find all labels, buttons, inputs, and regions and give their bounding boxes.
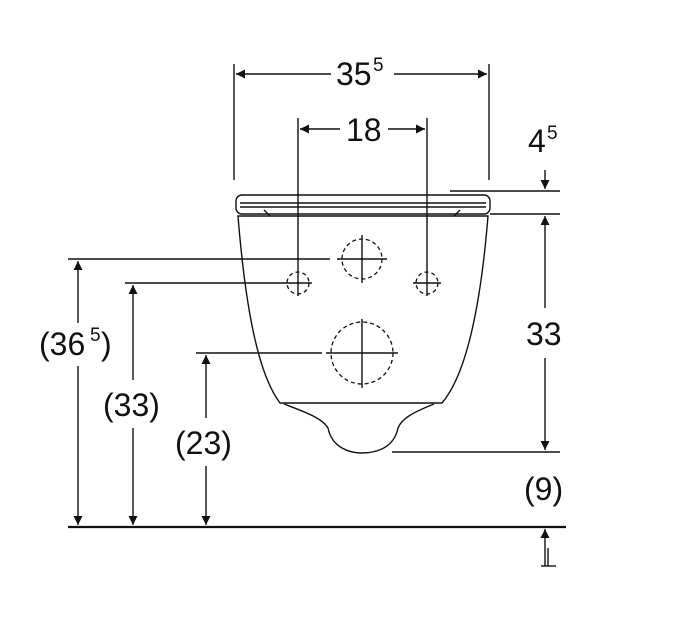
toilet-seat xyxy=(235,194,491,217)
outlet-connection-marker xyxy=(326,319,398,388)
side-inlet-height-dimension: (33) xyxy=(103,285,160,525)
seat-thickness-main: 4 xyxy=(528,123,546,159)
bowl-height-dimension: 33 xyxy=(526,216,562,450)
extension-lines xyxy=(68,64,560,453)
width-value: 35 xyxy=(336,56,372,92)
bowl-height-value: 33 xyxy=(526,316,562,352)
left-side-inlet-marker xyxy=(284,270,312,296)
right-side-inlet-marker xyxy=(413,270,441,296)
inlet-spacing-dimension: 18 xyxy=(300,112,425,148)
seat-thickness-superscript: 5 xyxy=(547,123,558,144)
outlet-height-dimension: (23) xyxy=(175,355,232,525)
outlet-offset-dimension: (9) xyxy=(524,471,563,567)
outlet-height-value: (23) xyxy=(175,425,232,461)
toilet-outlet xyxy=(283,403,435,454)
upper-inlet-height-dimension: (36 5 ) xyxy=(39,261,112,525)
width-dimension: 35 5 xyxy=(236,55,487,92)
side-inlet-height-value: (33) xyxy=(103,387,160,423)
upper-inlet-height-value: (36 xyxy=(39,326,85,362)
toilet-bowl xyxy=(237,215,489,404)
seat-thickness-dimension: 4 5 xyxy=(528,123,558,189)
upper-inlet-marker xyxy=(337,235,387,283)
width-value-superscript: 5 xyxy=(373,55,384,76)
inlet-spacing-value: 18 xyxy=(346,112,382,148)
upper-inlet-height-superscript: 5 xyxy=(90,325,101,346)
outlet-offset-value: (9) xyxy=(524,471,563,507)
upper-inlet-height-close: ) xyxy=(101,326,112,362)
